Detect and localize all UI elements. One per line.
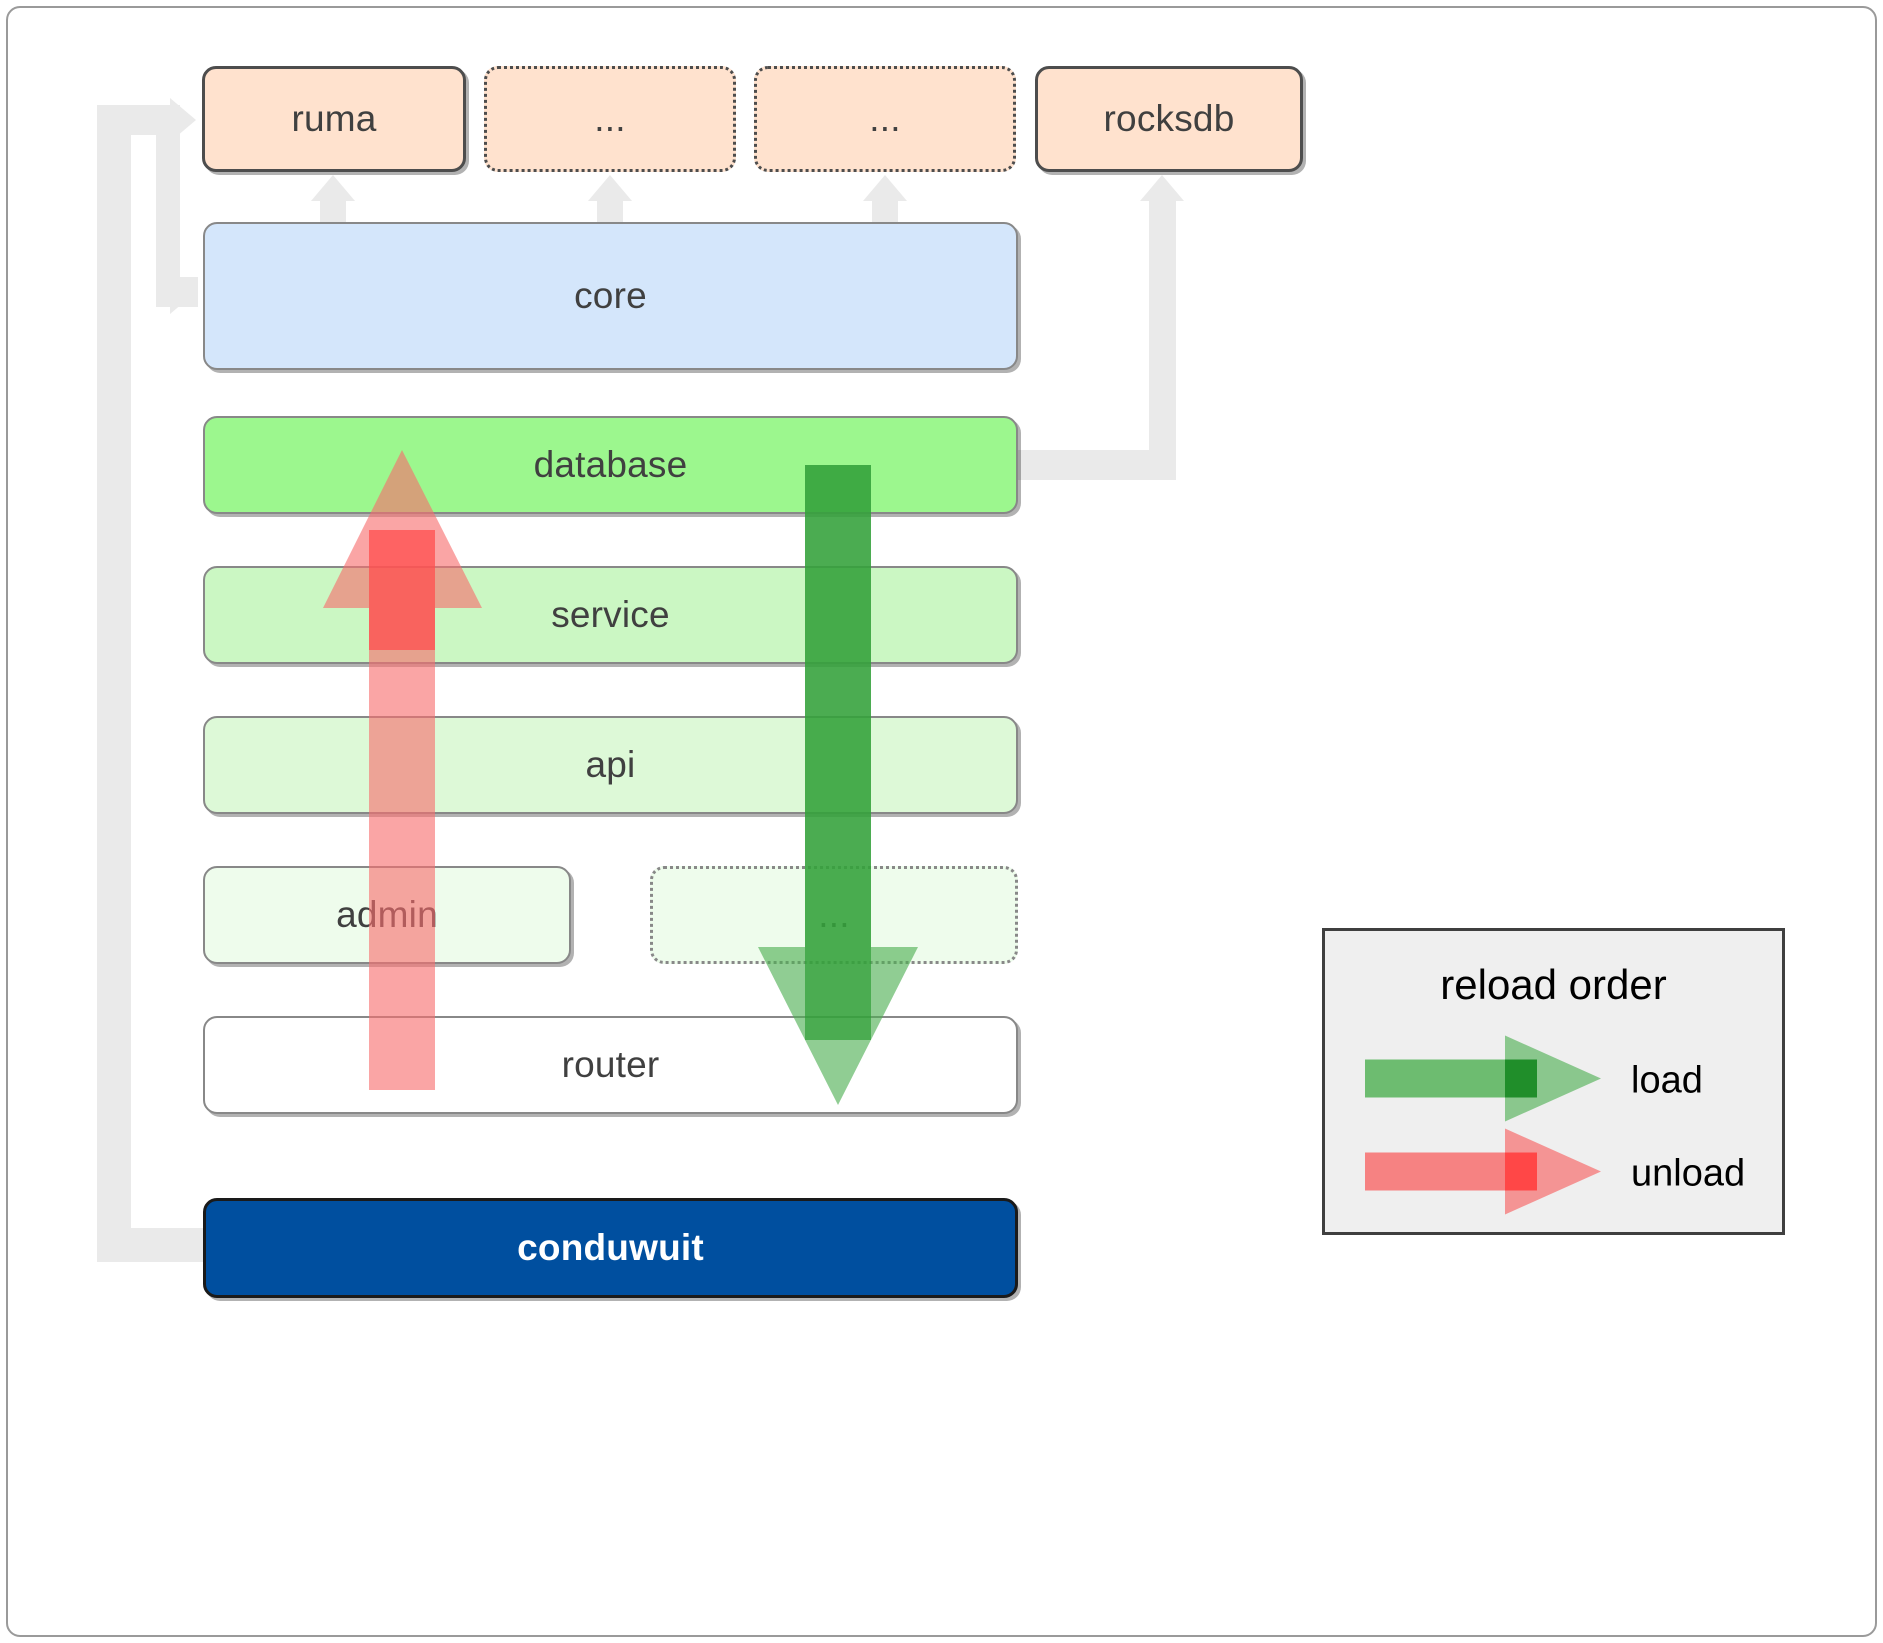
node-database[interactable]: database (203, 416, 1018, 514)
link-database-to-rocksdb-horizontal (1013, 450, 1176, 480)
node-rocksdb-label: rocksdb (1103, 98, 1235, 139)
link-database-to-rocksdb-vertical (1149, 198, 1176, 480)
legend-row-unload: unload (1325, 1128, 1782, 1215)
node-core[interactable]: core (203, 222, 1018, 370)
node-ext-ellipsis-1[interactable]: ... (484, 66, 736, 172)
node-ext-ellipsis-2-label: ... (869, 98, 901, 139)
link-conduwuit-horizontal (97, 1228, 212, 1262)
link-arrow-database-to-rocksdb (1140, 175, 1184, 201)
node-ruma-label: ruma (291, 98, 377, 139)
link-arrow-core (170, 270, 196, 314)
link-branch-core-vertical (156, 105, 180, 300)
legend-load-label: load (1631, 1059, 1703, 1102)
link-arrow-core-to-ext1 (588, 175, 632, 201)
node-service-label: service (551, 594, 670, 635)
node-ext-ellipsis-1-label: ... (594, 98, 626, 139)
node-router[interactable]: router (203, 1016, 1018, 1114)
legend-title: reload order (1440, 961, 1667, 1008)
link-arrow-core-to-ruma (311, 175, 355, 201)
legend-unload-arrow-icon (1365, 1127, 1605, 1222)
node-database-label: database (533, 444, 688, 485)
load-arrow-overlay (750, 455, 930, 1115)
node-api-label: api (585, 744, 636, 785)
node-conduwuit-label: conduwuit (517, 1227, 704, 1268)
legend-unload-label: unload (1631, 1152, 1746, 1195)
node-ext-ellipsis-2[interactable]: ... (754, 66, 1016, 172)
node-router-label: router (561, 1044, 660, 1085)
link-trunk-vertical (97, 105, 131, 1262)
node-core-label: core (574, 275, 647, 316)
legend-row-load: load (1325, 1035, 1782, 1122)
node-rocksdb[interactable]: rocksdb (1035, 66, 1303, 172)
legend-reload-order: reload order load unload (1322, 928, 1785, 1235)
legend-load-arrow-icon (1365, 1034, 1605, 1129)
node-conduwuit[interactable]: conduwuit (203, 1198, 1018, 1298)
link-arrow-core-to-ext2 (863, 175, 907, 201)
unload-arrow-overlay (320, 440, 490, 1100)
node-ruma[interactable]: ruma (202, 66, 466, 172)
node-service[interactable]: service (203, 566, 1018, 664)
node-api[interactable]: api (203, 716, 1018, 814)
